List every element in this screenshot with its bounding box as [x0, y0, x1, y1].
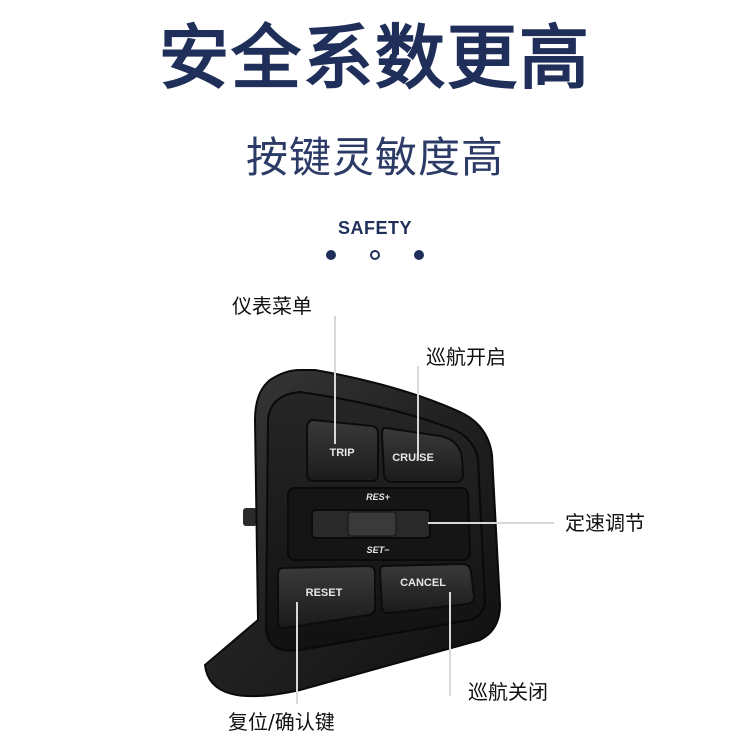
callout-meter-menu: 仪表菜单	[232, 294, 312, 318]
page-title: 安全系数更高	[159, 17, 591, 99]
callout-line-speed-adjust	[428, 522, 554, 524]
trip-button[interactable]: TRIP	[306, 418, 379, 482]
dot-indicator	[414, 250, 424, 260]
cruise-button[interactable]: CRUISE	[380, 426, 465, 483]
callout-speed-adjust: 定速调节	[565, 511, 645, 535]
cancel-button[interactable]: CANCEL	[378, 562, 476, 615]
cruise-label: CRUISE	[392, 452, 434, 464]
callout-cruise-on: 巡航开启	[426, 345, 506, 369]
callout-line-cruise-on	[417, 366, 419, 460]
trip-label: TRIP	[329, 447, 354, 459]
speed-rocker[interactable]: RES+ SET−	[287, 487, 472, 561]
set-minus-label: SET−	[367, 545, 391, 555]
callout-reset-confirm: 复位/确认键	[228, 710, 335, 734]
callout-line-cruise-off	[449, 592, 451, 696]
callout-line-meter-menu	[334, 316, 336, 444]
callout-line-reset-confirm	[296, 602, 298, 704]
carousel-dots	[0, 250, 750, 260]
page-subtitle: 按键灵敏度高	[245, 133, 504, 182]
res-plus-label: RES+	[366, 492, 391, 502]
dot-indicator-active	[370, 250, 380, 260]
cancel-label: CANCEL	[400, 577, 446, 589]
callout-cruise-off: 巡航关闭	[468, 680, 548, 704]
section-label: SAFETY	[337, 218, 412, 238]
dot-indicator	[326, 250, 336, 260]
rocker-knob[interactable]	[347, 511, 397, 537]
reset-button[interactable]: RESET	[277, 564, 376, 630]
reset-label: RESET	[306, 587, 343, 599]
mount-stub	[243, 508, 257, 526]
